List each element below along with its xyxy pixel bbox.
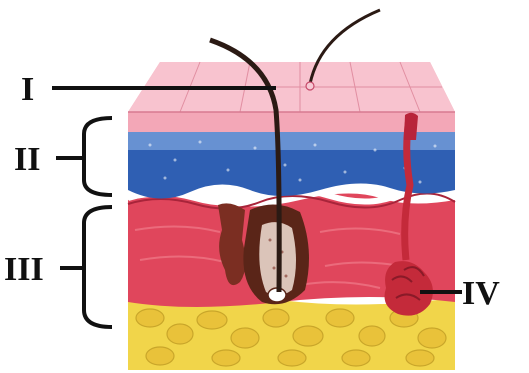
label-I: I — [21, 71, 34, 108]
label-II: II — [14, 141, 40, 178]
label-IV: IV — [462, 275, 500, 312]
bracket-III — [84, 207, 112, 327]
bracket-II — [84, 118, 112, 195]
label-III: III — [4, 251, 44, 288]
